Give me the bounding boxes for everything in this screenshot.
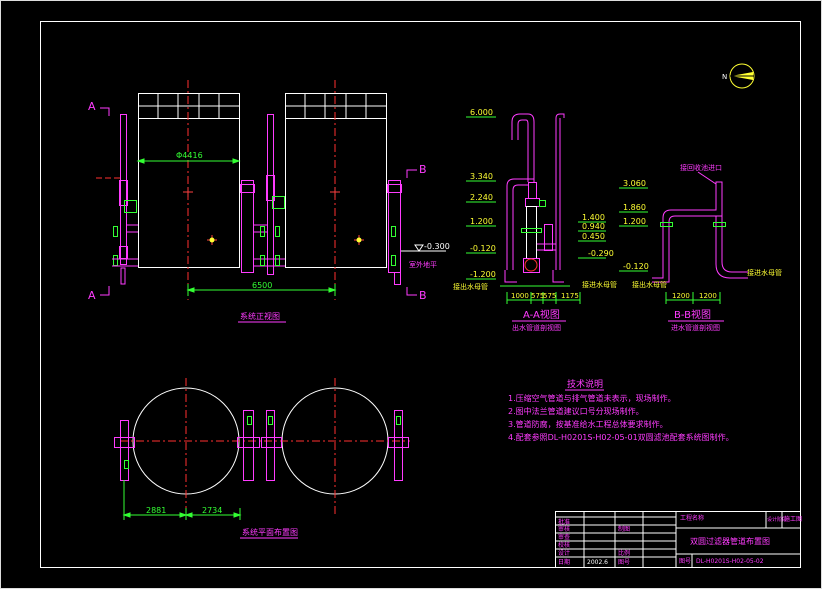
bb-label-top: 接回收池进口	[680, 163, 722, 172]
aa-pipes	[504, 113, 565, 283]
bb-dim-1: 1200	[672, 292, 690, 300]
title-block	[555, 511, 801, 568]
tb-project-label: 工程名称	[680, 514, 704, 522]
north-arrow	[729, 63, 755, 89]
aa-level-mid-3: 0.450	[582, 232, 605, 241]
tech-note-2: 2.图中法兰管道建议口号分现场制作。	[508, 406, 644, 416]
front-dim-top: Φ4416	[176, 151, 203, 160]
tb-right-label: 图号	[679, 558, 691, 565]
tech-note-4: 4.配套参照DL-H0201S-H02-05-01双圆滤池配套系统图制作。	[508, 432, 734, 442]
pipe-right	[387, 180, 402, 285]
aa-dimensions	[506, 292, 581, 304]
plan-dim-right: 2734	[202, 506, 222, 515]
bb-dim-2: 1200	[699, 292, 717, 300]
tb-date: 2002.6	[587, 559, 608, 566]
marker-a-top: A	[88, 100, 96, 113]
tech-notes-title: 技术说明	[567, 378, 603, 390]
tb-row-4: 校核	[558, 541, 570, 549]
aa-dim-4: 1175	[561, 292, 579, 300]
aa-level-lines	[466, 116, 606, 280]
bb-level-4: -0.120	[623, 262, 649, 271]
tb-row-1: 批准	[558, 518, 570, 526]
plan-view: 2881 2734 系统平面布置图	[114, 378, 410, 539]
aa-dim-1: 1000	[511, 292, 529, 300]
tech-note-3: 3.管道防腐，按基准给水工程总体要求制作。	[508, 419, 668, 429]
tb-row-2: 审核	[558, 525, 570, 533]
tb-row-6: 制图	[618, 525, 630, 533]
tank-left-elevation	[138, 93, 240, 268]
aa-label-right: 接进水母管	[582, 280, 617, 289]
ground-label: 室外地平	[409, 260, 437, 269]
tech-note-1: 1.压缩空气管道与排气管道未表示，现场制作。	[508, 393, 676, 403]
section-markers	[100, 107, 417, 296]
pipe-left	[112, 114, 138, 267]
aa-dim-3: 575	[543, 292, 556, 300]
inner-border	[40, 21, 801, 568]
bb-level-1: 3.060	[623, 179, 646, 188]
bb-level-2: 1.860	[623, 203, 646, 212]
aa-level-mid-1: 1.400	[582, 213, 605, 222]
front-view-title: 系统正视图	[240, 311, 280, 321]
tb-stage-label: 设计阶段	[767, 516, 787, 523]
front-view: Φ4416 6500 -0.300 室外地平 A A B B 系统正视图	[88, 80, 450, 323]
pipe-middle	[240, 114, 285, 275]
bb-level-3: 1.200	[623, 217, 646, 226]
aa-level-5: -0.120	[470, 244, 496, 253]
plan-dim-left: 2881	[146, 506, 166, 515]
plan-dimensions	[122, 480, 242, 520]
aa-level-2: 3.340	[470, 172, 493, 181]
aa-level-1: 6.000	[470, 108, 493, 117]
bb-title: B-B视图	[674, 308, 711, 321]
tb-drawing-no: DL-H0201S-H02-05-02	[696, 558, 764, 565]
marker-b-bottom: B	[419, 289, 427, 302]
tb-mid-label-1: 比例	[618, 549, 630, 557]
tb-drawing-title: 双圆过滤器管道布置图	[690, 536, 770, 546]
bb-subtitle: 进水管道剖视图	[671, 323, 720, 332]
bb-level-lines	[619, 187, 648, 272]
aa-subtitle: 出水管道剖视图	[512, 323, 561, 332]
aa-level-6: -1.200	[470, 270, 496, 279]
section-aa: 6.000 3.340 2.240 1.200 -0.120 -1.200 1.…	[453, 108, 617, 332]
tb-row-7: 日期	[558, 558, 570, 566]
north-arrow-label: N	[722, 73, 727, 81]
section-bb: 3.060 1.860 1.200 -0.120 接回收池进口 接出水母管 接进…	[619, 163, 782, 332]
aa-dim-2: 575	[531, 292, 544, 300]
bb-dimensions	[665, 292, 721, 304]
front-dimensions	[136, 158, 337, 296]
ground-level: -0.300	[424, 242, 450, 251]
tech-notes: 技术说明 1.压缩空气管道与排气管道未表示，现场制作。 2.图中法兰管道建议口号…	[508, 378, 734, 442]
bb-pipes	[652, 181, 748, 283]
bb-label-right: 接进水母管	[747, 268, 782, 277]
plan-pipes	[114, 410, 409, 481]
aa-level-mid-4: -0.290	[588, 249, 614, 258]
tank-right-elevation	[285, 93, 387, 268]
front-dim-bottom: 6500	[252, 281, 272, 290]
tb-row-3: 审查	[558, 533, 570, 541]
marker-b-top: B	[419, 163, 427, 176]
aa-title: A-A视图	[523, 308, 560, 321]
tb-stage: 施工图	[784, 515, 802, 523]
bb-label-left: 接出水母管	[632, 280, 667, 289]
tb-mid-label-2: 图号	[618, 559, 630, 566]
aa-label-left: 接出水母管	[453, 282, 488, 291]
tb-row-5: 设计	[558, 549, 570, 557]
aa-level-mid-2: 0.940	[582, 222, 605, 231]
aa-level-3: 2.240	[470, 193, 493, 202]
aa-level-4: 1.200	[470, 217, 493, 226]
marker-a-bottom: A	[88, 289, 96, 302]
plan-view-title: 系统平面布置图	[242, 527, 298, 537]
